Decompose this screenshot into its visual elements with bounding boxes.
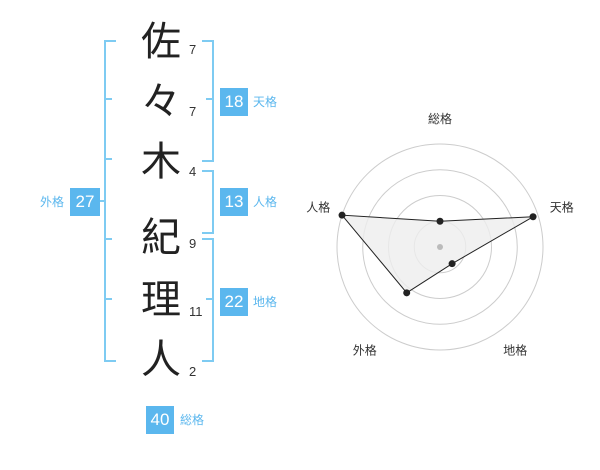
soukaku-value: 40 bbox=[146, 406, 174, 434]
stroke-count-1: 7 bbox=[189, 42, 197, 57]
gaikaku-label: 外格 bbox=[40, 195, 65, 209]
radar-point-4 bbox=[403, 289, 411, 297]
radar-point-5 bbox=[338, 211, 346, 219]
bracket-tick bbox=[106, 158, 112, 160]
jinkaku-label: 人格 bbox=[253, 195, 278, 209]
bracket-tick bbox=[206, 298, 212, 300]
tenkaku-bracket bbox=[202, 40, 214, 162]
name-char-2: 々 bbox=[141, 79, 181, 125]
radar-axis-label-1: 総格 bbox=[428, 111, 452, 126]
radar-point-3 bbox=[448, 260, 456, 268]
radar-center-dot bbox=[437, 244, 443, 250]
radar-axis-label-4: 外格 bbox=[353, 343, 377, 358]
radar-grid-ring bbox=[336, 143, 544, 351]
gaikaku-value: 27 bbox=[70, 188, 100, 216]
radar-grid-ring bbox=[362, 169, 518, 325]
chikaku-value: 22 bbox=[220, 288, 248, 316]
name-char-3: 木 bbox=[141, 139, 181, 185]
bracket-tick bbox=[106, 238, 112, 240]
name-char-4: 紀 bbox=[141, 215, 181, 261]
gaikaku-bracket-tick bbox=[98, 200, 104, 202]
stroke-count-2: 7 bbox=[189, 104, 197, 119]
radar-axis-label-3: 地格 bbox=[503, 343, 527, 358]
bracket-tick bbox=[206, 98, 212, 100]
radar-point-1 bbox=[436, 217, 444, 225]
jinkaku-value: 13 bbox=[220, 188, 248, 216]
bracket-tick bbox=[106, 298, 112, 300]
radar-axis-label-2: 天格 bbox=[550, 199, 574, 214]
chikaku-label: 地格 bbox=[253, 295, 278, 309]
chikaku-bracket bbox=[202, 238, 214, 362]
name-char-6: 人 bbox=[141, 337, 181, 383]
radar-series-polygon bbox=[340, 214, 534, 294]
stroke-count-6: 2 bbox=[189, 364, 197, 379]
name-char-5: 理 bbox=[141, 277, 181, 323]
bracket-tick bbox=[106, 98, 112, 100]
tenkaku-value: 18 bbox=[220, 88, 248, 116]
gaikaku-bracket bbox=[104, 40, 116, 362]
radar-axis-label-5: 人格 bbox=[306, 199, 330, 214]
stroke-count-3: 4 bbox=[189, 164, 197, 179]
stroke-count-4: 9 bbox=[189, 236, 197, 251]
name-char-1: 佐 bbox=[141, 19, 181, 65]
soukaku-label: 総格 bbox=[180, 413, 205, 427]
radar-point-2 bbox=[529, 213, 537, 221]
jinkaku-bracket bbox=[202, 170, 214, 234]
tenkaku-label: 天格 bbox=[253, 95, 278, 109]
stroke-count-5: 11 bbox=[189, 304, 203, 319]
